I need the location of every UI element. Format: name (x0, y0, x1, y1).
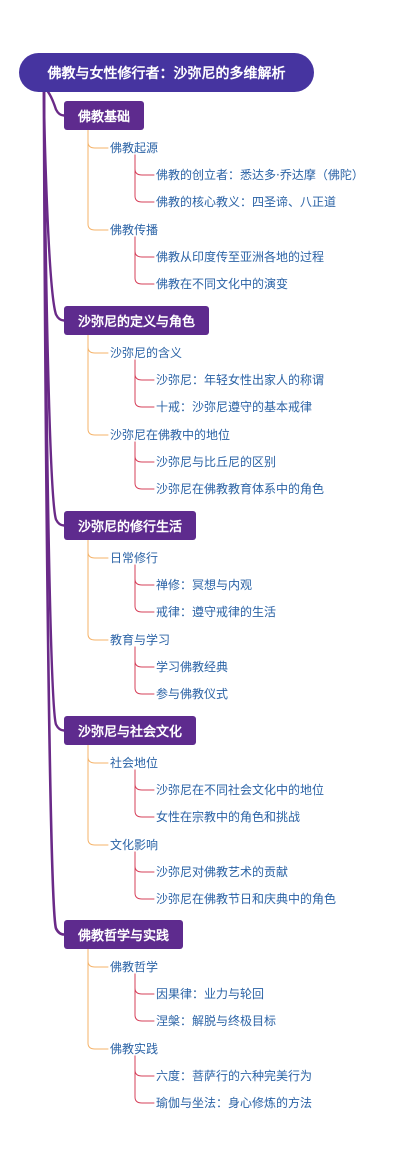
leaf-branch-line (134, 441, 155, 490)
leaf-branch-line (134, 646, 155, 668)
sub-branch-line (87, 948, 109, 968)
leaf-topic[interactable]: 参与佛教仪式 (156, 687, 229, 701)
main-topic[interactable]: 佛教基础 (64, 101, 145, 130)
sub-branch-line (87, 129, 109, 149)
leaf-topic[interactable]: 瑜伽与坐法：身心修炼的方法 (156, 1096, 313, 1110)
leaf-branch-line (134, 441, 155, 463)
sub-branch-line (87, 744, 109, 846)
leaf-branch-line (134, 769, 155, 791)
leaf-topic[interactable]: 沙弥尼在不同社会文化中的地位 (156, 783, 325, 797)
leaf-branch-line (134, 851, 155, 900)
sub-topic[interactable]: 佛教起源 (110, 141, 159, 155)
leaf-branch-line (134, 646, 155, 695)
sub-branch-line (87, 334, 109, 354)
sub-topic[interactable]: 佛教传播 (110, 223, 159, 237)
sub-topic[interactable]: 日常修行 (110, 551, 159, 565)
sub-topic[interactable]: 教育与学习 (110, 633, 171, 647)
sub-topic[interactable]: 沙弥尼在佛教中的地位 (110, 428, 231, 442)
sub-topic[interactable]: 佛教实践 (110, 1042, 159, 1056)
sub-branch-line (87, 334, 109, 436)
sub-branch-line (87, 948, 109, 1050)
leaf-branch-line (134, 359, 155, 408)
leaf-topic[interactable]: 沙弥尼在佛教节日和庆典中的角色 (156, 892, 337, 906)
leaf-topic[interactable]: 禅修：冥想与内观 (156, 578, 253, 592)
leaf-topic[interactable]: 学习佛教经典 (156, 660, 229, 674)
leaf-topic[interactable]: 沙弥尼：年轻女性出家人的称谓 (156, 373, 325, 387)
sub-branch-line (87, 129, 109, 231)
leaf-topic[interactable]: 沙弥尼与比丘尼的区别 (156, 455, 277, 469)
main-topic[interactable]: 佛教哲学与实践 (64, 920, 184, 949)
leaf-topic[interactable]: 沙弥尼在佛教教育体系中的角色 (156, 482, 325, 496)
leaf-branch-line (134, 154, 155, 176)
leaf-branch-line (134, 564, 155, 613)
leaf-topic[interactable]: 佛教的创立者：悉达多·乔达摩（佛陀） (156, 168, 364, 182)
leaf-branch-line (134, 154, 155, 203)
main-topic[interactable]: 沙弥尼的定义与角色 (64, 306, 210, 335)
leaf-branch-line (134, 973, 155, 995)
sub-branch-line (87, 539, 109, 641)
leaf-branch-line (134, 564, 155, 586)
sub-branch-line (87, 539, 109, 559)
leaf-branch-line (134, 359, 155, 381)
main-branch-line (42, 84, 66, 936)
leaf-branch-line (134, 236, 155, 285)
sub-branch-line (87, 744, 109, 764)
root-topic[interactable]: 佛教与女性修行者：沙弥尼的多维解析 (19, 53, 314, 92)
leaf-topic[interactable]: 佛教的核心教义：四圣谛、八正道 (156, 195, 337, 209)
leaf-branch-line (134, 1055, 155, 1104)
leaf-topic[interactable]: 佛教在不同文化中的演变 (156, 277, 289, 291)
leaf-branch-line (134, 1055, 155, 1077)
leaf-topic[interactable]: 女性在宗教中的角色和挑战 (156, 810, 301, 824)
leaf-topic[interactable]: 因果律：业力与轮回 (156, 987, 265, 1001)
leaf-branch-line (134, 851, 155, 873)
sub-topic[interactable]: 沙弥尼的含义 (110, 346, 183, 360)
sub-topic[interactable]: 文化影响 (110, 838, 159, 852)
leaf-topic[interactable]: 戒律：遵守戒律的生活 (156, 605, 277, 619)
main-topic[interactable]: 沙弥尼与社会文化 (64, 716, 197, 745)
sub-topic[interactable]: 社会地位 (110, 756, 159, 770)
leaf-branch-line (134, 973, 155, 1022)
leaf-branch-line (134, 769, 155, 818)
leaf-topic[interactable]: 十戒：沙弥尼遵守的基本戒律 (156, 400, 313, 414)
leaf-topic[interactable]: 佛教从印度传至亚洲各地的过程 (156, 250, 325, 264)
sub-topic[interactable]: 佛教哲学 (110, 960, 159, 974)
leaf-branch-line (134, 236, 155, 258)
leaf-topic[interactable]: 六度：菩萨行的六种完美行为 (156, 1069, 313, 1083)
leaf-topic[interactable]: 沙弥尼对佛教艺术的贡献 (156, 865, 289, 879)
main-topic[interactable]: 沙弥尼的修行生活 (64, 511, 197, 540)
leaf-topic[interactable]: 涅槃：解脱与终极目标 (156, 1014, 277, 1028)
